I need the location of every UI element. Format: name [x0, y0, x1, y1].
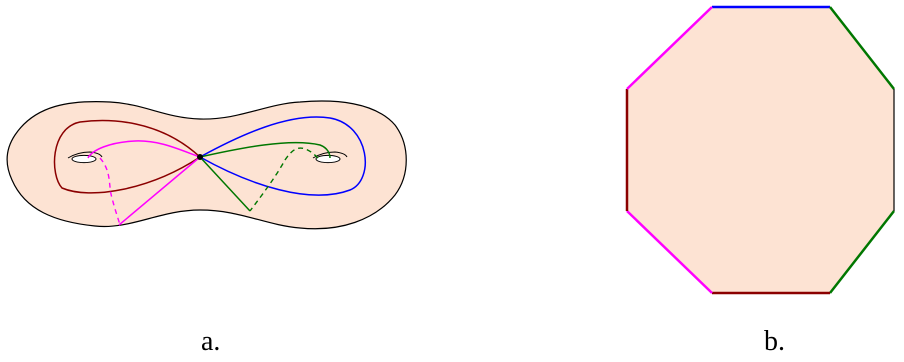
dark-red-curve — [53, 119, 201, 194]
octagon-edge-top-left — [626, 6, 713, 90]
octagon-edge-bottom-left — [626, 210, 713, 294]
panel-b-octagon — [625, 5, 895, 295]
caption-a: a. — [201, 326, 221, 357]
left-hole — [67, 151, 103, 164]
octagon-fill — [627, 7, 894, 293]
magenta-curve-back — [99, 157, 121, 226]
green-curve-diagonal — [199, 156, 251, 212]
magenta-curve-front — [87, 140, 201, 159]
caption-b: b. — [764, 326, 785, 357]
octagon-edge-bottom-right — [829, 210, 895, 294]
green-curve-front — [199, 141, 331, 159]
base-point — [197, 154, 203, 160]
panel-a-surface — [6, 100, 407, 230]
octagon-edge-top-right — [829, 6, 895, 90]
blue-curve — [199, 116, 367, 196]
green-curve-back — [249, 147, 319, 212]
right-hole — [312, 151, 348, 164]
magenta-curve-diagonal — [118, 156, 201, 226]
